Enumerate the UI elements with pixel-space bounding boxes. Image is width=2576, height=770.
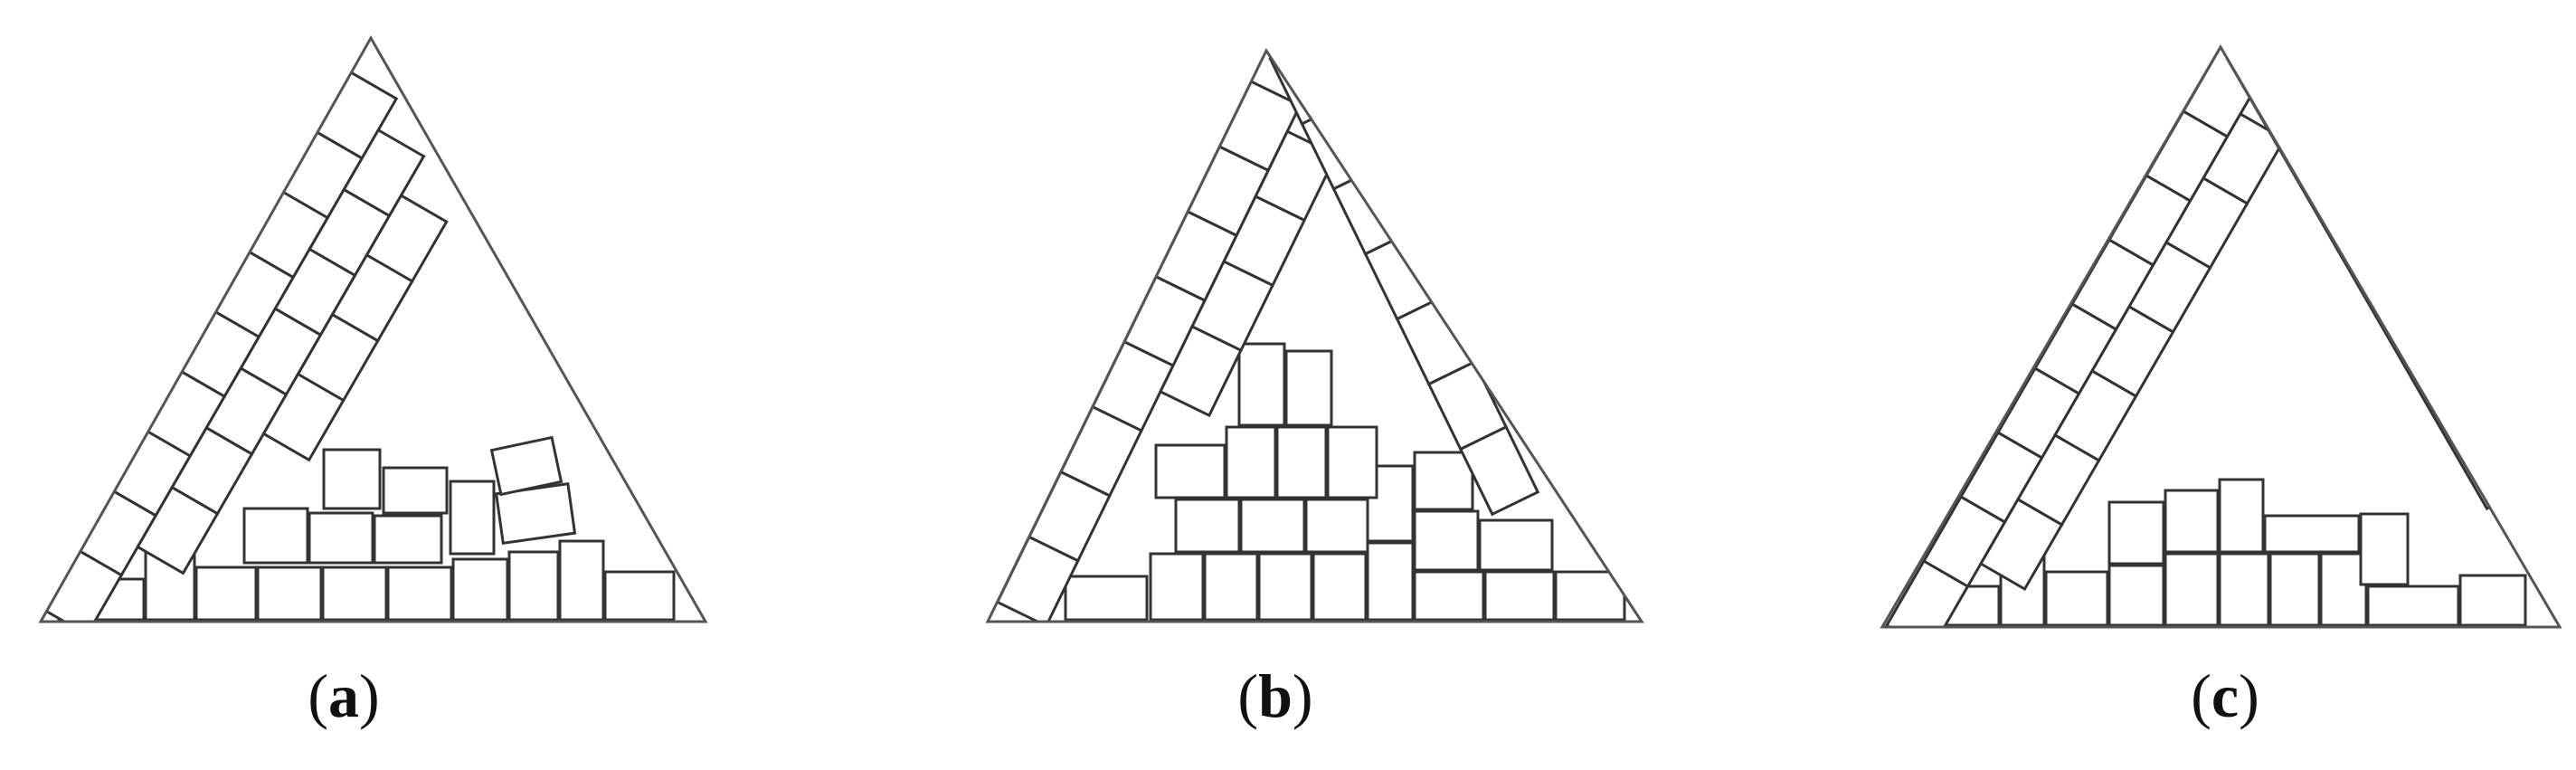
block (1203, 552, 1259, 622)
block (1326, 425, 1378, 499)
block (2324, 101, 2410, 195)
block (321, 566, 388, 622)
block (386, 566, 453, 622)
block (547, 319, 632, 410)
left-diagonal-blocks (41, 71, 449, 622)
block (2458, 574, 2527, 627)
block (1478, 518, 1554, 572)
block (513, 261, 598, 350)
block (1413, 570, 1485, 622)
block (449, 480, 496, 556)
container-triangle (985, 47, 1644, 623)
middle-stack-blocks (2107, 478, 2410, 586)
block (582, 379, 667, 470)
block (373, 514, 443, 565)
block (1257, 552, 1313, 622)
container-triangle (38, 34, 708, 623)
right-diagonal-blocks (2225, 47, 2533, 511)
block (1225, 425, 1277, 499)
block (1149, 552, 1205, 622)
block (2218, 478, 2265, 554)
block (2218, 552, 2270, 627)
block (2287, 47, 2372, 131)
bottom-row-blocks (1064, 541, 1626, 622)
block (382, 466, 449, 515)
block (2410, 353, 2496, 447)
panel-c: (c) (1872, 0, 2576, 770)
block (1304, 498, 1369, 554)
block (2366, 585, 2460, 627)
block (2263, 514, 2361, 554)
block (2268, 552, 2321, 627)
bottom-row-blocks (57, 539, 676, 622)
panel-a-diagram (38, 34, 708, 623)
block (1312, 552, 1368, 622)
panel-b: (b) (950, 0, 1673, 770)
block (194, 566, 258, 622)
block (2398, 230, 2484, 324)
block (2448, 417, 2533, 511)
block (322, 448, 382, 510)
block (242, 507, 309, 565)
block (2319, 552, 2368, 627)
middle-stack-blocks (1154, 342, 1554, 572)
panel-a: (a) (0, 0, 859, 770)
block (1284, 349, 1333, 427)
container-triangle (1880, 44, 2562, 629)
block (2164, 489, 2220, 554)
block (2107, 564, 2165, 627)
block (444, 141, 529, 232)
block (1978, 497, 2064, 592)
block (451, 557, 509, 622)
second-row-blocks (242, 435, 577, 565)
block (2359, 512, 2410, 586)
block (489, 435, 564, 497)
block (1239, 498, 1306, 554)
block (1413, 451, 1474, 511)
block (2164, 552, 2220, 627)
block (1174, 498, 1241, 554)
blocks-layer (995, 51, 1626, 622)
left-diagonal-blocks (995, 80, 1339, 622)
block (507, 550, 560, 622)
block (2361, 166, 2447, 260)
block (1330, 51, 1411, 137)
block (1483, 570, 1556, 622)
block (308, 511, 374, 565)
block (478, 201, 564, 291)
block (136, 485, 220, 575)
panel-c-diagram (1880, 44, 2562, 629)
block (1158, 324, 1243, 418)
block (256, 566, 323, 622)
block (1361, 109, 1443, 202)
panel-b-caption: (b) (1237, 661, 1313, 730)
block (1154, 443, 1226, 499)
block (603, 570, 676, 622)
block (2423, 172, 2509, 266)
block (1393, 175, 1474, 267)
block (1458, 424, 1540, 517)
block (261, 372, 346, 462)
block (2349, 47, 2435, 138)
block (558, 539, 605, 622)
block (1237, 342, 1286, 427)
blocks-layer (41, 38, 676, 622)
block (2386, 108, 2472, 202)
block (2435, 294, 2521, 388)
block (1413, 509, 1480, 572)
block (1064, 575, 1149, 622)
panel-b-diagram (985, 47, 1644, 623)
block (1275, 425, 1328, 499)
block (2107, 500, 2165, 566)
panel-c-caption: (c) (2191, 661, 2259, 730)
block (510, 149, 594, 240)
block (1884, 559, 1970, 627)
block (1366, 541, 1415, 622)
block (476, 90, 560, 180)
block (441, 38, 526, 120)
panel-a-caption: (a) (308, 661, 380, 730)
blocks-layer (1884, 47, 2533, 627)
block (2044, 570, 2109, 627)
